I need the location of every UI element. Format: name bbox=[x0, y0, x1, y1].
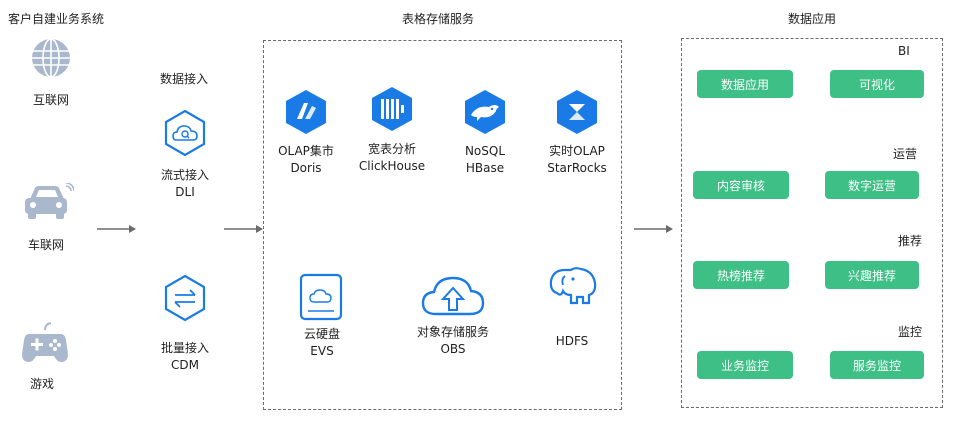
left-column-title: 客户自建业务系统 bbox=[8, 12, 105, 26]
pill-service-monitor: 服务监控 bbox=[830, 351, 924, 379]
apps-title: 数据应用 bbox=[788, 12, 837, 26]
source-label-iov: 车联网 bbox=[27, 238, 64, 252]
hbase-label: NoSQL HBase bbox=[445, 143, 525, 177]
hbase-service: HBase bbox=[465, 161, 505, 175]
apps-container bbox=[681, 38, 943, 408]
batch-ingest-service: CDM bbox=[171, 358, 199, 372]
flow-arrow-3 bbox=[634, 219, 674, 238]
pill-digital-ops: 数字运营 bbox=[825, 171, 919, 199]
doris-icon bbox=[284, 89, 328, 139]
flow-arrow-2 bbox=[224, 219, 264, 238]
section-monitor-title: 监控 bbox=[898, 325, 923, 339]
batch-ingest-name: 批量接入 bbox=[160, 341, 209, 355]
starrocks-service: StarRocks bbox=[547, 161, 607, 175]
starrocks-name: 实时OLAP bbox=[549, 144, 605, 158]
pill-visualization: 可视化 bbox=[830, 70, 924, 98]
pill-hot-rec: 热榜推荐 bbox=[693, 261, 789, 289]
section-rec-title: 推荐 bbox=[898, 234, 923, 248]
pill-biz-monitor: 业务监控 bbox=[697, 351, 793, 379]
obs-cloud-icon bbox=[420, 274, 486, 322]
clickhouse-name: 宽表分析 bbox=[367, 142, 416, 156]
doris-name: OLAP集市 bbox=[278, 144, 334, 158]
pill-content-review: 内容审核 bbox=[693, 171, 789, 199]
section-ops-title: 运营 bbox=[893, 147, 918, 161]
hdfs-elephant-icon bbox=[547, 265, 601, 311]
batch-ingest-icon bbox=[163, 274, 207, 326]
hbase-icon bbox=[463, 89, 507, 139]
clickhouse-service: ClickHouse bbox=[358, 159, 426, 173]
pill-data-app: 数据应用 bbox=[697, 70, 793, 98]
ingest-title: 数据接入 bbox=[160, 72, 209, 86]
car-icon bbox=[22, 182, 75, 227]
batch-ingest-label: 批量接入 CDM bbox=[150, 340, 220, 374]
doris-label: OLAP集市 Doris bbox=[266, 143, 346, 177]
evs-name: 云硬盘 bbox=[303, 327, 340, 341]
obs-service: OBS bbox=[440, 342, 466, 356]
evs-label: 云硬盘 EVS bbox=[282, 326, 362, 360]
gamepad-icon bbox=[21, 318, 69, 370]
clickhouse-icon bbox=[370, 86, 414, 136]
obs-name: 对象存储服务 bbox=[416, 325, 489, 339]
evs-service: EVS bbox=[310, 344, 334, 358]
evs-disk-icon bbox=[299, 273, 343, 325]
doris-service: Doris bbox=[290, 161, 322, 175]
starrocks-label: 实时OLAP StarRocks bbox=[537, 143, 617, 177]
hdfs-label: HDFS bbox=[555, 334, 589, 348]
obs-label: 对象存储服务 OBS bbox=[403, 324, 503, 358]
section-bi-title: BI bbox=[898, 44, 910, 58]
clickhouse-label: 宽表分析 ClickHouse bbox=[352, 141, 432, 175]
flow-arrow-1 bbox=[97, 219, 137, 238]
storage-container bbox=[263, 40, 622, 410]
globe-icon bbox=[30, 37, 72, 83]
hbase-name: NoSQL bbox=[464, 144, 506, 158]
source-label-game: 游戏 bbox=[29, 377, 54, 391]
stream-ingest-service: DLI bbox=[175, 185, 195, 199]
stream-ingest-name: 流式接入 bbox=[160, 168, 209, 182]
storage-title: 表格存储服务 bbox=[402, 12, 475, 26]
stream-ingest-label: 流式接入 DLI bbox=[150, 167, 220, 201]
source-label-internet: 互联网 bbox=[32, 93, 69, 107]
pill-interest-rec: 兴趣推荐 bbox=[825, 261, 919, 289]
stream-ingest-icon bbox=[163, 109, 207, 161]
starrocks-icon bbox=[555, 89, 599, 139]
